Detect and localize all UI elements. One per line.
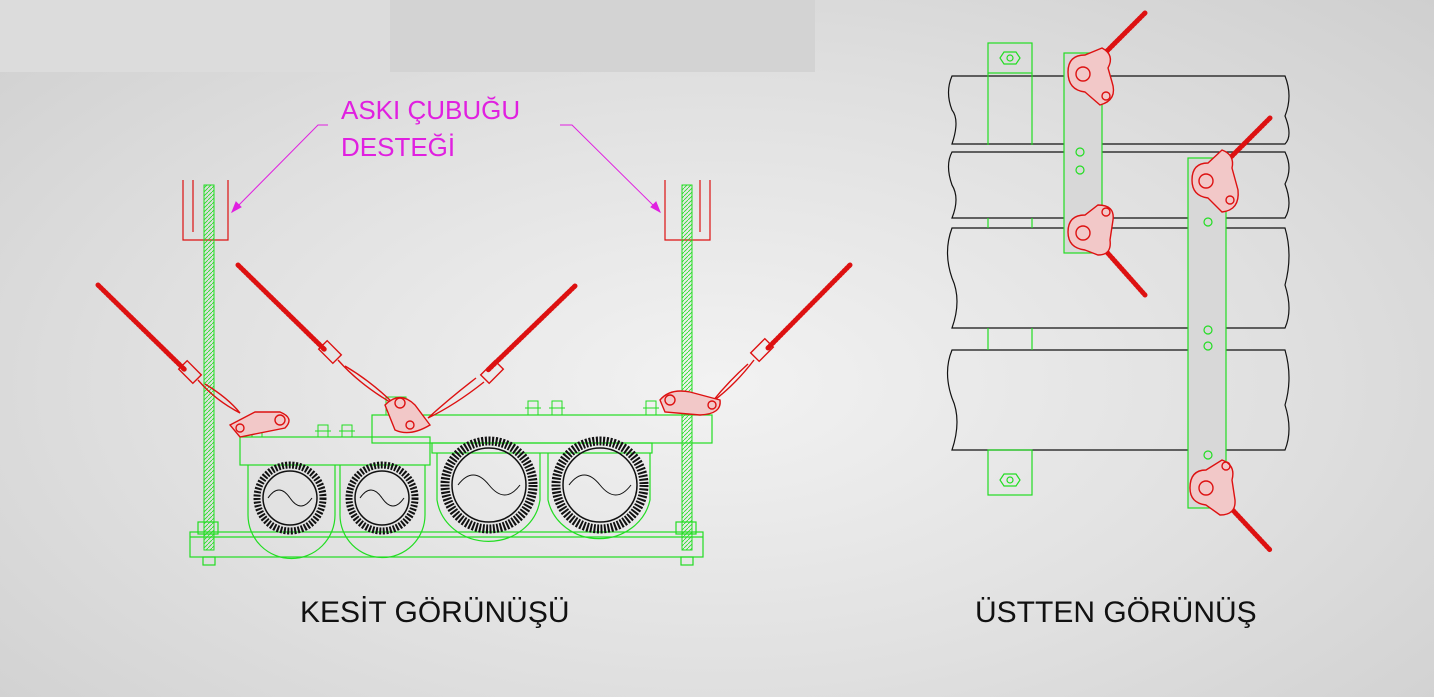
eye-brackets	[228, 390, 721, 438]
cable-large-2	[551, 436, 649, 534]
background-panel-shade	[390, 0, 815, 72]
top-view-caption: ÜSTTEN GÖRÜNÜŞ	[975, 596, 1257, 629]
clamp-block-left	[239, 436, 431, 560]
top-view-eye-brackets	[1067, 47, 1239, 516]
annotation-line-1: ASKI ÇUBUĞU	[341, 95, 521, 125]
section-view	[95, 124, 853, 566]
clamp-block-right	[371, 414, 713, 542]
top-view-wires	[1102, 10, 1273, 553]
top-view-strap-2	[1187, 157, 1227, 509]
section-view-caption: KESİT GÖRÜNÜŞÜ	[300, 596, 570, 629]
cable-small-1	[253, 461, 327, 535]
hanger-rod-right	[681, 184, 693, 551]
hanger-rod-left	[203, 184, 215, 551]
top-view	[946, 10, 1290, 553]
top-view-base-strap	[987, 42, 1033, 496]
top-view-cables	[946, 75, 1290, 451]
cable-large-1	[440, 436, 538, 534]
annotation-label: ASKI ÇUBUĞU DESTEĞİ	[341, 92, 520, 166]
bottom-support-channel	[189, 521, 704, 566]
clamp-bolts	[249, 396, 659, 438]
suspension-wires	[95, 262, 853, 373]
annotation-leaders	[231, 124, 661, 214]
cable-small-2	[345, 461, 419, 535]
annotation-line-2: DESTEĞİ	[341, 132, 456, 162]
